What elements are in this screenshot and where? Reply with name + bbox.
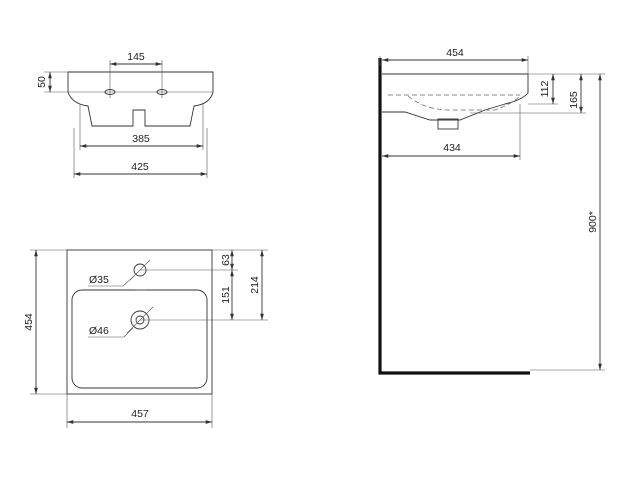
- wall-and-floor: [378, 58, 530, 375]
- side-waste: [437, 118, 459, 130]
- dim-basin-height: 165: [568, 91, 580, 109]
- dim-hole-to-waste: 151: [220, 286, 232, 304]
- dim-rim-thickness: 112: [539, 80, 551, 97]
- dim-depth: 454: [23, 313, 35, 331]
- top-view: Ø35 Ø46 63 151 214 454 457: [23, 249, 268, 428]
- dim-width: 457: [131, 408, 149, 420]
- top-basin-outline: [66, 249, 213, 395]
- front-basin-outline: [67, 71, 214, 127]
- waste-hole-leader: [123, 327, 134, 338]
- tap-hole-diameter: Ø35: [89, 274, 109, 286]
- dim-tap-spacing: 145: [127, 51, 145, 63]
- tap-hole-leader: [122, 275, 135, 287]
- front-view: 145 50 385 425: [36, 51, 214, 178]
- top-bowl-outline: [71, 289, 208, 389]
- dim-side-depth: 454: [446, 47, 464, 59]
- dim-tap-offset: 63: [220, 254, 232, 266]
- dim-rim-height: 50: [36, 76, 48, 88]
- side-bowl-curve: [407, 95, 521, 111]
- side-view: 454 434 112 165 900*: [378, 47, 605, 375]
- waste-hole-diameter: Ø46: [89, 325, 109, 337]
- dim-install-height: 900*: [587, 211, 599, 233]
- dim-outer-width: 425: [131, 161, 149, 173]
- dim-inner-width: 385: [132, 133, 150, 145]
- dim-waste-offset: 214: [249, 276, 261, 294]
- dim-bowl-depth: 434: [443, 142, 461, 154]
